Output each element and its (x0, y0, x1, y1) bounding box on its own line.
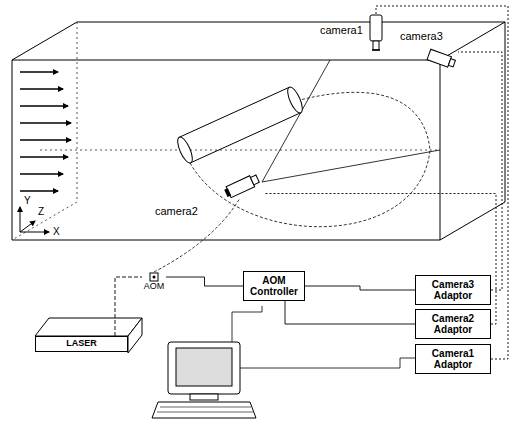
camera-name: camera2 (155, 205, 198, 217)
computer (168, 342, 240, 394)
light-sheet (190, 92, 430, 226)
water-tank (12, 202, 77, 240)
cylinder (191, 113, 301, 163)
camera-symbol (223, 170, 265, 200)
adaptor-box: Camera3 Adaptor (415, 275, 491, 305)
camera-symbol (422, 46, 458, 72)
water-tank (12, 22, 505, 240)
water-tank (440, 22, 505, 240)
flow-arrows (20, 105, 68, 107)
flow-arrows (20, 190, 58, 192)
node-label: Camera1 Adaptor (418, 348, 488, 370)
signal-cable (265, 194, 496, 325)
axis-label: Y (24, 196, 31, 206)
camera-symbol (372, 49, 380, 51)
computer (190, 394, 218, 400)
flow-arrows (20, 88, 63, 90)
water-tank (40, 150, 440, 151)
laser-body (35, 318, 142, 353)
computer-cable (232, 306, 262, 342)
signal-cable (115, 277, 142, 336)
computer-cable (232, 306, 415, 368)
camera-name: camera1 (320, 24, 363, 36)
laser-body (35, 318, 142, 336)
camera-symbol (448, 59, 455, 67)
adaptor-box: Camera2 Adaptor (415, 309, 491, 339)
camera-symbol (370, 15, 382, 41)
axes (20, 207, 21, 232)
axis-label: X (53, 227, 60, 237)
camera-symbol (224, 188, 231, 197)
computer (176, 348, 232, 386)
node-label: AOM (142, 282, 166, 292)
laser-body (128, 318, 142, 353)
aom-symbol (149, 272, 159, 282)
light-sheet (262, 60, 330, 182)
axis-label: Z (38, 207, 44, 217)
computer-cable (240, 358, 415, 368)
controller-box: AOM Controller (243, 271, 305, 301)
water-tank (12, 60, 440, 240)
laser-box: LASER (35, 336, 128, 352)
light-sheet (262, 150, 440, 182)
camera-name: camera3 (400, 30, 443, 42)
signal-cable (458, 52, 502, 290)
node-label: Camera2 Adaptor (418, 313, 488, 335)
signal-cable (376, 6, 508, 359)
computer (157, 407, 253, 412)
cylinder (175, 85, 306, 165)
light-sheet (190, 60, 440, 227)
camera-label: camera2 (155, 170, 265, 217)
camera-label: camera1 (320, 14, 384, 56)
camera-symbol (373, 41, 379, 50)
flow-arrows (20, 72, 71, 191)
node-label: LASER (38, 339, 125, 349)
axes (20, 232, 49, 233)
cylinder (179, 87, 289, 137)
flow-arrows (20, 139, 71, 141)
adaptor-box: Camera1 Adaptor (415, 344, 491, 374)
camera-symbol (427, 49, 451, 67)
optical-fiber (154, 198, 240, 272)
aom-symbol (150, 273, 158, 281)
axes (20, 221, 35, 232)
signal-cable (285, 301, 415, 324)
aom-unit: AOM (142, 272, 166, 292)
flow-arrows (20, 173, 63, 175)
axes (20, 207, 49, 232)
flow-arrows (20, 71, 58, 73)
aom-symbol (153, 276, 156, 279)
cylinder (285, 85, 306, 115)
flow-arrows (20, 156, 68, 158)
camera-label: camera3 (400, 30, 458, 74)
flow-arrows (20, 122, 71, 124)
water-tank (77, 22, 78, 202)
node-label: Camera3 Adaptor (418, 279, 488, 301)
computer (152, 342, 256, 418)
computer (152, 402, 256, 418)
camera-symbol (223, 173, 260, 199)
node-label: AOM Controller (246, 275, 302, 297)
cylinder (175, 135, 196, 165)
camera-symbol (250, 175, 259, 185)
camera-symbol (427, 49, 456, 69)
signal-cable (305, 286, 415, 290)
signal-cable (166, 277, 243, 286)
camera-symbol (368, 14, 384, 56)
